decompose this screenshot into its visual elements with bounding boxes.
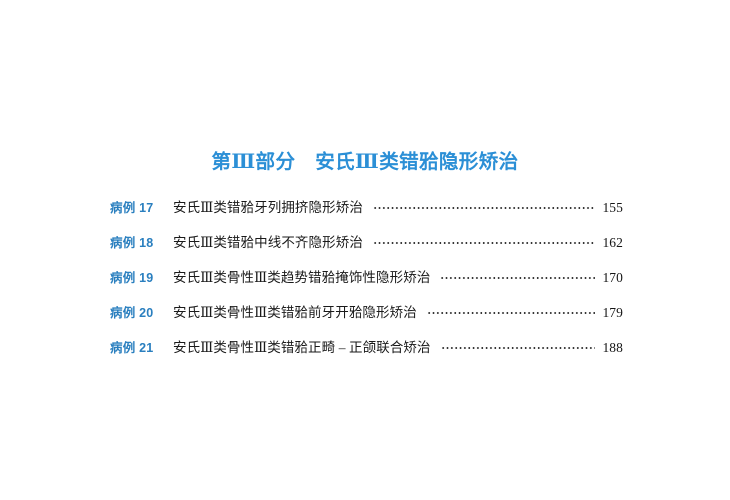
page-number: 179 <box>602 305 623 320</box>
page-number: 188 <box>602 340 623 355</box>
case-label: 病例 19 <box>110 267 170 286</box>
entry-title: 安氏Ⅲ类错𬌗中线不齐隐形矫治 <box>173 235 363 250</box>
page-number: 170 <box>602 270 623 285</box>
case-number: 18 <box>139 236 154 250</box>
case-label-text: 病例 <box>110 271 136 285</box>
case-label: 病例 21 <box>110 337 170 356</box>
dot-leader <box>372 198 595 212</box>
dot-leader <box>440 338 595 352</box>
toc-entry[interactable]: 病例 20 安氏Ⅲ类骨性Ⅲ类错𬌗前牙开𬌗隐形矫治 179 <box>110 301 623 336</box>
entry-title: 安氏Ⅲ类骨性Ⅲ类错𬌗前牙开𬌗隐形矫治 <box>173 305 417 320</box>
toc-entry[interactable]: 病例 19 安氏Ⅲ类骨性Ⅲ类趋势错𬌗掩饰性隐形矫治 170 <box>110 266 623 301</box>
part-title: 第Ⅲ部分 安氏Ⅲ类错𬌗隐形矫治 <box>211 152 519 173</box>
case-label-text: 病例 <box>110 236 136 250</box>
case-number: 20 <box>139 306 154 320</box>
case-label-text: 病例 <box>110 341 136 355</box>
case-label: 病例 20 <box>110 302 170 321</box>
dot-leader <box>440 268 595 282</box>
toc-entry[interactable]: 病例 18 安氏Ⅲ类错𬌗中线不齐隐形矫治 162 <box>110 231 623 266</box>
case-number: 19 <box>139 271 154 285</box>
case-label: 病例 17 <box>110 197 170 216</box>
page-number: 162 <box>602 235 623 250</box>
case-number: 21 <box>139 341 154 355</box>
dot-leader <box>372 233 595 247</box>
case-number: 17 <box>139 201 154 215</box>
entry-title: 安氏Ⅲ类错𬌗牙列拥挤隐形矫治 <box>173 200 363 215</box>
page-number: 155 <box>602 200 623 215</box>
case-label: 病例 18 <box>110 232 170 251</box>
entry-title: 安氏Ⅲ类骨性Ⅲ类趋势错𬌗掩饰性隐形矫治 <box>173 270 431 285</box>
case-label-text: 病例 <box>110 306 136 320</box>
dot-leader <box>426 303 595 317</box>
case-label-text: 病例 <box>110 201 136 215</box>
entry-title: 安氏Ⅲ类骨性Ⅲ类错𬌗正畸 – 正颌联合矫治 <box>173 340 431 355</box>
table-of-contents: 病例 17 安氏Ⅲ类错𬌗牙列拥挤隐形矫治 155 病例 18 安氏Ⅲ类错𬌗中线不… <box>110 196 623 371</box>
toc-entry[interactable]: 病例 21 安氏Ⅲ类骨性Ⅲ类错𬌗正畸 – 正颌联合矫治 188 <box>110 336 623 371</box>
toc-entry[interactable]: 病例 17 安氏Ⅲ类错𬌗牙列拥挤隐形矫治 155 <box>110 196 623 231</box>
